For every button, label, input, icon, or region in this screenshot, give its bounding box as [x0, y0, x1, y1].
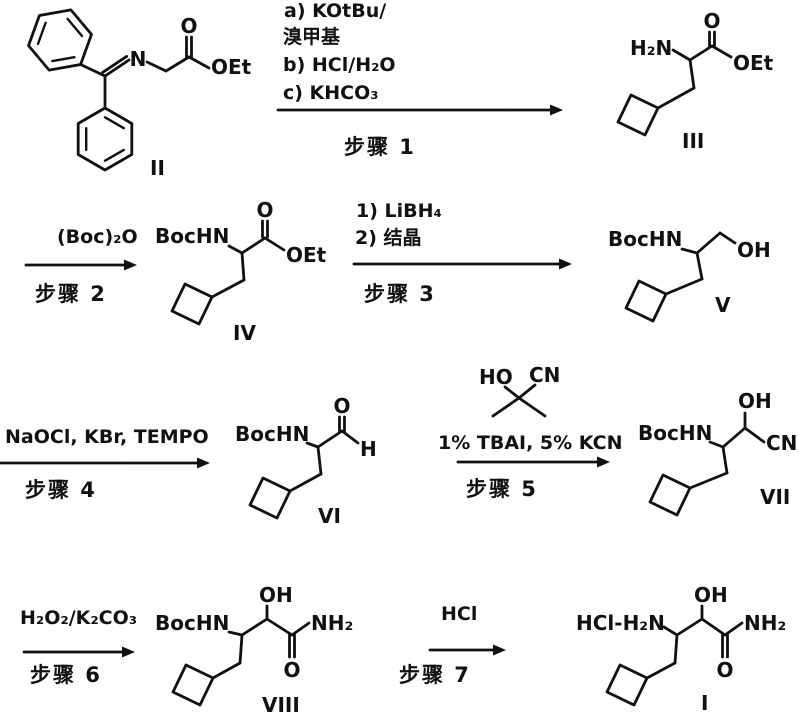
bonds — [248, 415, 360, 520]
arrowhead — [597, 456, 610, 468]
cyclobutane-ring — [170, 282, 214, 326]
HO-label: HO — [479, 365, 513, 389]
compound-VI-label: VI — [318, 504, 341, 528]
compound-III-label: III — [682, 129, 704, 153]
compound-V-label: V — [715, 293, 731, 317]
step2-arrow — [24, 259, 137, 271]
step1-reagent-line-4: c) KHCO₃ — [283, 82, 379, 104]
amine-label: H₂N — [630, 36, 672, 60]
bonds — [605, 604, 744, 707]
arrowhead — [124, 259, 137, 271]
phenyl-ring-top — [27, 8, 93, 72]
phenyl-ring-bottom — [76, 106, 134, 172]
step4-label: 步骤 4 — [25, 478, 97, 502]
cyclobutane-ring — [605, 663, 649, 707]
OEt-label: OEt — [211, 55, 252, 79]
OH-label: OH — [694, 583, 728, 607]
bonds — [170, 219, 286, 326]
step3-arrow — [352, 258, 572, 270]
step1-reagent-line-2: 溴甲基 — [283, 26, 341, 48]
bonds — [648, 411, 766, 517]
step7-arrow — [428, 644, 506, 656]
HCl-amine-label: HCl-H₂N — [576, 611, 665, 635]
cyclobutane-ring — [616, 93, 660, 137]
step1-reagent-line-1: a) KOtBu/ — [284, 0, 387, 22]
BocHN-label: BocHN — [608, 227, 682, 251]
compound-VIII-label: VIII — [262, 693, 300, 714]
OEt-label: OEt — [733, 51, 774, 75]
OH-label: OH — [259, 583, 293, 607]
bonds — [171, 604, 311, 707]
cyclobutane-ring — [171, 663, 215, 707]
OH-label: OH — [738, 389, 772, 413]
aldehyde-O-label: O — [333, 394, 350, 418]
compound-VII-label: VII — [760, 485, 790, 509]
step3-reagent-line-2: 2) 结晶 — [355, 227, 422, 249]
arrowhead — [197, 457, 210, 469]
compound-II-label: II — [150, 156, 165, 180]
CN-label: CN — [529, 363, 560, 387]
step4-reagent: NaOCl, KBr, TEMPO — [5, 426, 209, 448]
step6-arrow — [22, 646, 135, 658]
step1-reagent-line-3: b) HCl/H₂O — [283, 54, 396, 76]
step4-arrow — [0, 457, 210, 469]
step6-label: 步骤 6 — [30, 663, 102, 687]
BocHN-label: BocHN — [155, 224, 229, 248]
step2-label: 步骤 2 — [35, 282, 107, 306]
carbonyl-O-label: O — [703, 9, 720, 33]
arrowhead — [559, 258, 572, 270]
carbonyl-O-label: O — [180, 14, 197, 38]
acetone-cyanohydrin-structure: HO CN — [479, 363, 560, 418]
compound-I-structure: HCl-H₂N OH O NH₂ I — [576, 583, 786, 714]
step7-label: 步骤 7 — [399, 663, 471, 687]
arrowhead — [493, 644, 506, 656]
cyclobutane-ring — [648, 473, 692, 517]
carbonyl-O-label: O — [256, 198, 273, 222]
compound-V-structure: BocHN OH V — [608, 227, 771, 323]
compound-VIII-structure: BocHN OH O NH₂ VIII — [155, 583, 353, 714]
BocHN-label: BocHN — [638, 421, 712, 445]
bonds — [79, 35, 211, 110]
compound-IV-structure: BocHN O OEt IV — [155, 198, 327, 345]
step5-label: 步骤 5 — [466, 477, 538, 501]
amide-O-label: O — [283, 658, 300, 682]
BocHN-label: BocHN — [155, 611, 229, 635]
compound-III-structure: H₂N O OEt III — [616, 9, 774, 153]
step1-arrow — [276, 104, 563, 116]
step3-reagent-line-1: 1) LiBH₄ — [356, 200, 442, 222]
step3-label: 步骤 3 — [364, 282, 436, 306]
bonds — [491, 383, 547, 418]
step1-label: 步骤 1 — [344, 135, 416, 159]
step5-reagent: 1% TBAI, 5% KCN — [438, 432, 623, 454]
step5-arrow — [456, 456, 610, 468]
compound-VII-structure: BocHN OH CN VII — [638, 389, 797, 517]
arrowhead — [550, 104, 563, 116]
compound-I-label: I — [701, 691, 708, 714]
BocHN-label: BocHN — [235, 422, 309, 446]
compound-II-structure: N O OEt II — [27, 8, 252, 180]
amide-O-label: O — [716, 658, 733, 682]
compound-VI-structure: BocHN O H VI — [235, 394, 377, 528]
bonds — [616, 30, 733, 137]
step7-reagent: HCl — [441, 603, 478, 625]
amide-NH2-label: NH₂ — [311, 611, 353, 635]
aldehyde-H-label: H — [360, 437, 377, 461]
step2-reagent: (Boc)₂O — [57, 226, 138, 248]
arrowhead — [122, 646, 135, 658]
amide-NH2-label: NH₂ — [744, 611, 786, 635]
cyclobutane-ring — [248, 476, 292, 520]
nitrile-CN-label: CN — [766, 431, 797, 455]
imine-N-label: N — [130, 47, 147, 71]
OH-label: OH — [737, 238, 771, 262]
compound-IV-label: IV — [233, 321, 256, 345]
OEt-label: OEt — [286, 243, 327, 267]
bonds — [624, 231, 737, 323]
cyclobutane-ring — [624, 279, 668, 323]
step6-reagent: H₂O₂/K₂CO₃ — [20, 607, 138, 629]
